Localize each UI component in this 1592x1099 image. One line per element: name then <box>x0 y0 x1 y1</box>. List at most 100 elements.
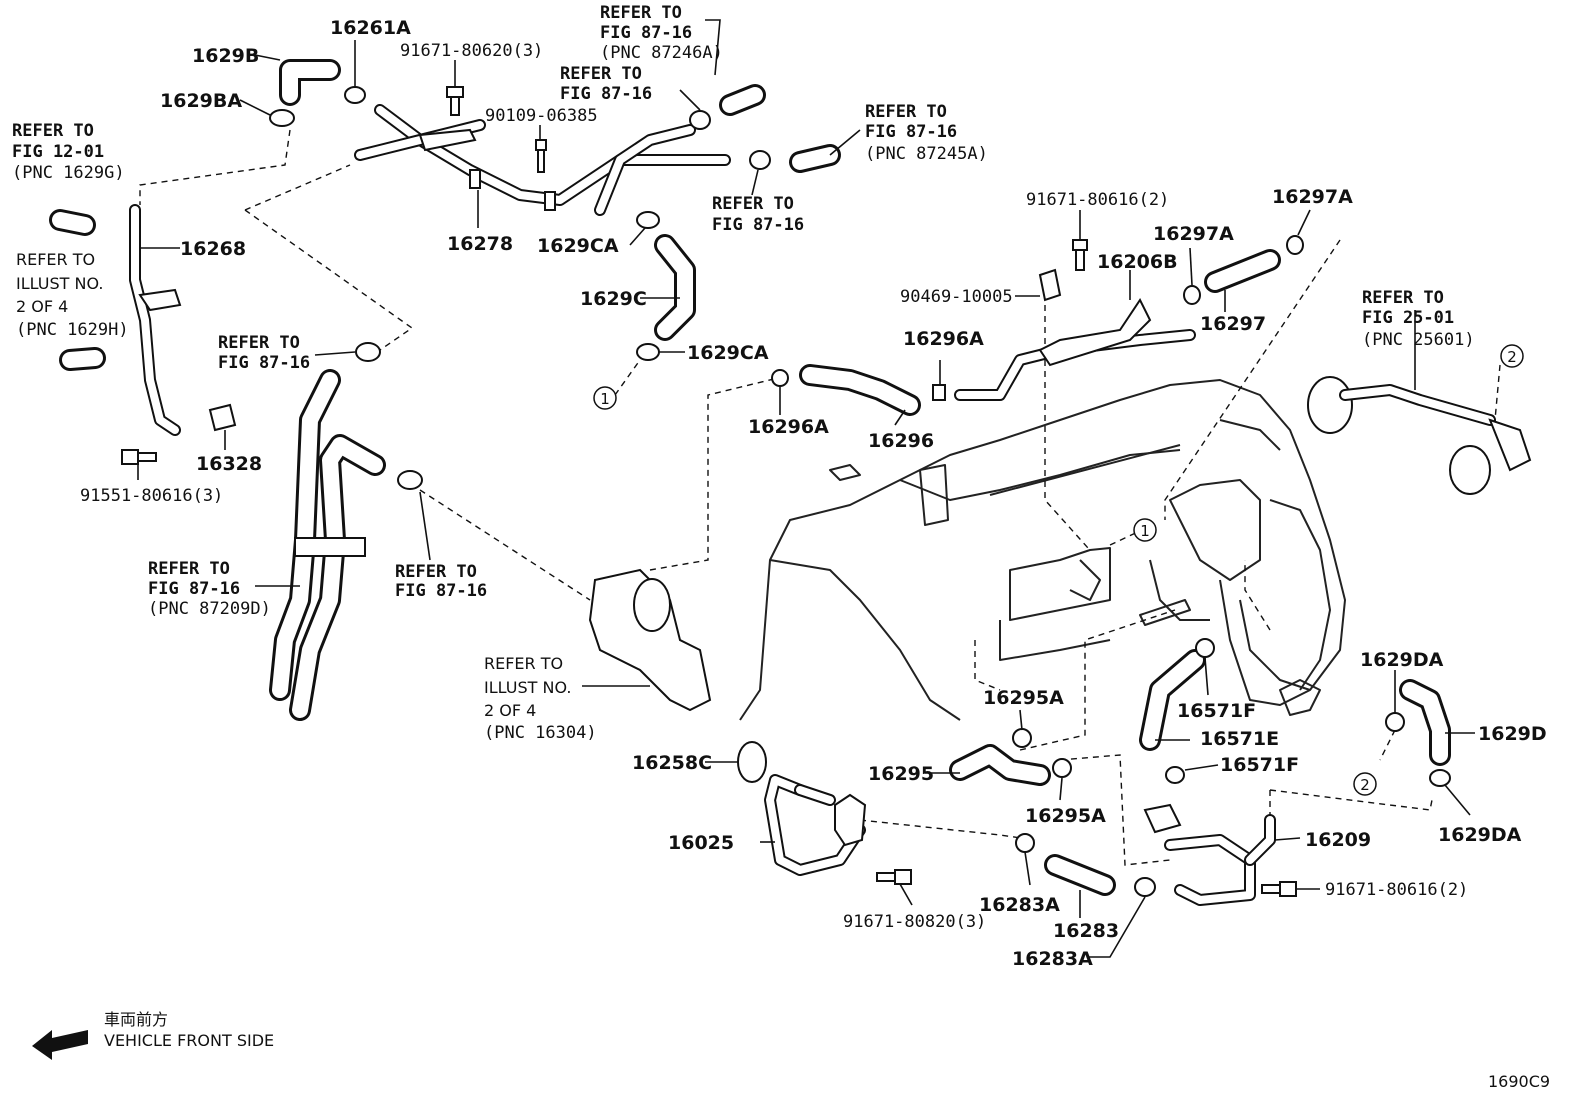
marker-2-top: 2 <box>1500 344 1524 368</box>
pipe-16209 <box>1143 803 1276 906</box>
label-1629CA-bottom: 1629CA <box>687 342 769 364</box>
bracket-16206B <box>954 239 1196 401</box>
pipe-16025 <box>764 774 867 876</box>
label-16295A-bottom: 16295A <box>1025 805 1106 827</box>
svg-text:REFER TO: REFER TO <box>16 250 95 269</box>
svg-text:2 OF 4: 2 OF 4 <box>484 701 536 720</box>
left-arrow-icon <box>32 1030 88 1060</box>
engine-block <box>739 379 1346 721</box>
vehicle-front-indicator: 車両前方 VEHICLE FRONT SIDE <box>32 1010 274 1060</box>
label-16295: 16295 <box>868 763 934 785</box>
svg-text:FIG 87-16: FIG 87-16 <box>865 122 957 142</box>
label-91671-80616-bottom: 91671-80616(2) <box>1325 880 1468 900</box>
svg-text:REFER TO: REFER TO <box>12 121 94 141</box>
label-1629DA-top: 1629DA <box>1360 649 1444 671</box>
label-16261A: 16261A <box>330 17 411 39</box>
hose-1629D <box>1385 679 1451 787</box>
pipe-25601 <box>1307 376 1532 495</box>
svg-text:(PNC 1629H): (PNC 1629H) <box>16 320 129 340</box>
label-1629C: 1629C <box>580 288 647 310</box>
bolt-91671-80820 <box>876 869 912 885</box>
label-16571E: 16571E <box>1200 728 1279 750</box>
pipe-16278 <box>354 104 731 216</box>
label-16296A-right: 16296A <box>903 328 984 350</box>
label-16206B: 16206B <box>1097 251 1178 273</box>
ref-87246A: REFER TO FIG 87-16 (PNC 87246A) <box>600 3 723 63</box>
svg-text:REFER TO: REFER TO <box>560 64 642 84</box>
label-16296A-left: 16296A <box>748 416 829 438</box>
part-labels: 1629B 16261A 91671-80620(3) 1629BA 90109… <box>80 17 1547 970</box>
svg-text:REFER TO: REFER TO <box>484 654 563 673</box>
svg-text:(PNC 25601): (PNC 25601) <box>1362 330 1475 350</box>
svg-text:REFER TO: REFER TO <box>600 3 682 23</box>
leader-lines <box>137 19 1475 958</box>
bolt-91671-80616-bottom <box>1261 881 1297 897</box>
figure-code: 1690C9 <box>1488 1072 1550 1091</box>
ref-87245A: REFER TO FIG 87-16 (PNC 87245A) <box>865 102 988 164</box>
svg-text:FIG 87-16: FIG 87-16 <box>600 23 692 43</box>
svg-text:REFER TO: REFER TO <box>218 333 300 353</box>
svg-text:FIG 87-16: FIG 87-16 <box>395 581 487 601</box>
clamp-ref-top <box>689 110 711 130</box>
ref-fig8716-left: REFER TO FIG 87-16 <box>218 333 310 373</box>
svg-text:ILLUST NO.: ILLUST NO. <box>484 678 571 697</box>
ref-87209D: REFER TO FIG 87-16 (PNC 87209D) <box>148 559 271 619</box>
ref-1629H: REFER TO ILLUST NO. 2 OF 4 (PNC 1629H) <box>16 250 129 340</box>
clip-16328 <box>208 403 237 432</box>
label-91671-80616-top: 91671-80616(2) <box>1026 190 1169 210</box>
label-90109-06385: 90109-06385 <box>485 106 598 126</box>
clamp-1629BA <box>269 109 295 127</box>
label-16328: 16328 <box>196 453 262 475</box>
label-16283A-bottom: 16283A <box>1012 948 1093 970</box>
label-16209: 16209 <box>1305 829 1371 851</box>
hose-16283 <box>1015 833 1156 897</box>
svg-text:(PNC 87245A): (PNC 87245A) <box>865 144 988 164</box>
marker-2-bottom: 2 <box>1353 772 1377 796</box>
svg-text:ILLUST NO.: ILLUST NO. <box>16 274 103 293</box>
hose-87245A <box>749 144 841 173</box>
svg-text:FIG 87-16: FIG 87-16 <box>218 353 310 373</box>
reference-notes: REFER TO FIG 87-16 (PNC 87246A) REFER TO… <box>12 3 1475 743</box>
svg-text:(PNC 87246A): (PNC 87246A) <box>600 43 723 63</box>
label-16258C: 16258C <box>632 752 712 774</box>
svg-text:FIG 87-16: FIG 87-16 <box>148 579 240 599</box>
marker-1-left: 1 <box>593 386 617 410</box>
label-1629B: 1629B <box>192 45 259 67</box>
svg-text:2 OF 4: 2 OF 4 <box>16 297 68 316</box>
label-16297A-right: 16297A <box>1272 186 1353 208</box>
label-16283: 16283 <box>1053 920 1119 942</box>
gasket-16258C <box>737 741 767 783</box>
label-1629D: 1629D <box>1478 723 1547 745</box>
front-label: VEHICLE FRONT SIDE <box>104 1031 274 1050</box>
ref-fig8716-center: REFER TO FIG 87-16 <box>395 562 487 601</box>
svg-text:(PNC 1629G): (PNC 1629G) <box>12 163 125 183</box>
svg-text:REFER TO: REFER TO <box>1362 288 1444 308</box>
svg-text:(PNC 87209D): (PNC 87209D) <box>148 599 271 619</box>
marker-1-right: 1 <box>1133 518 1157 542</box>
svg-text:FIG 87-16: FIG 87-16 <box>560 84 652 104</box>
svg-text:2: 2 <box>1360 776 1370 794</box>
pipe-16268 <box>49 204 182 436</box>
label-16297A-left: 16297A <box>1153 223 1234 245</box>
ref-16304: REFER TO ILLUST NO. 2 OF 4 (PNC 16304) <box>484 654 597 743</box>
label-16297: 16297 <box>1200 313 1266 335</box>
clamp-16261A <box>344 86 366 104</box>
label-16571F-bottom: 16571F <box>1220 754 1299 776</box>
label-16268: 16268 <box>180 238 246 260</box>
svg-text:1: 1 <box>600 390 610 408</box>
label-16295A-top: 16295A <box>983 687 1064 709</box>
label-91671-80620: 91671-80620(3) <box>400 41 543 61</box>
label-16278: 16278 <box>447 233 513 255</box>
svg-text:REFER TO: REFER TO <box>712 194 794 214</box>
label-1629BA: 1629BA <box>160 90 242 112</box>
svg-text:REFER TO: REFER TO <box>865 102 947 122</box>
hose-1629C <box>636 211 696 361</box>
label-16283A-top: 16283A <box>979 894 1060 916</box>
svg-text:1: 1 <box>1140 522 1150 540</box>
bolt-91551 <box>121 449 157 465</box>
water-outlet-16304 <box>588 568 712 712</box>
svg-text:REFER TO: REFER TO <box>395 562 477 582</box>
label-1629CA-top: 1629CA <box>537 235 619 257</box>
hose-16295 <box>949 728 1072 786</box>
